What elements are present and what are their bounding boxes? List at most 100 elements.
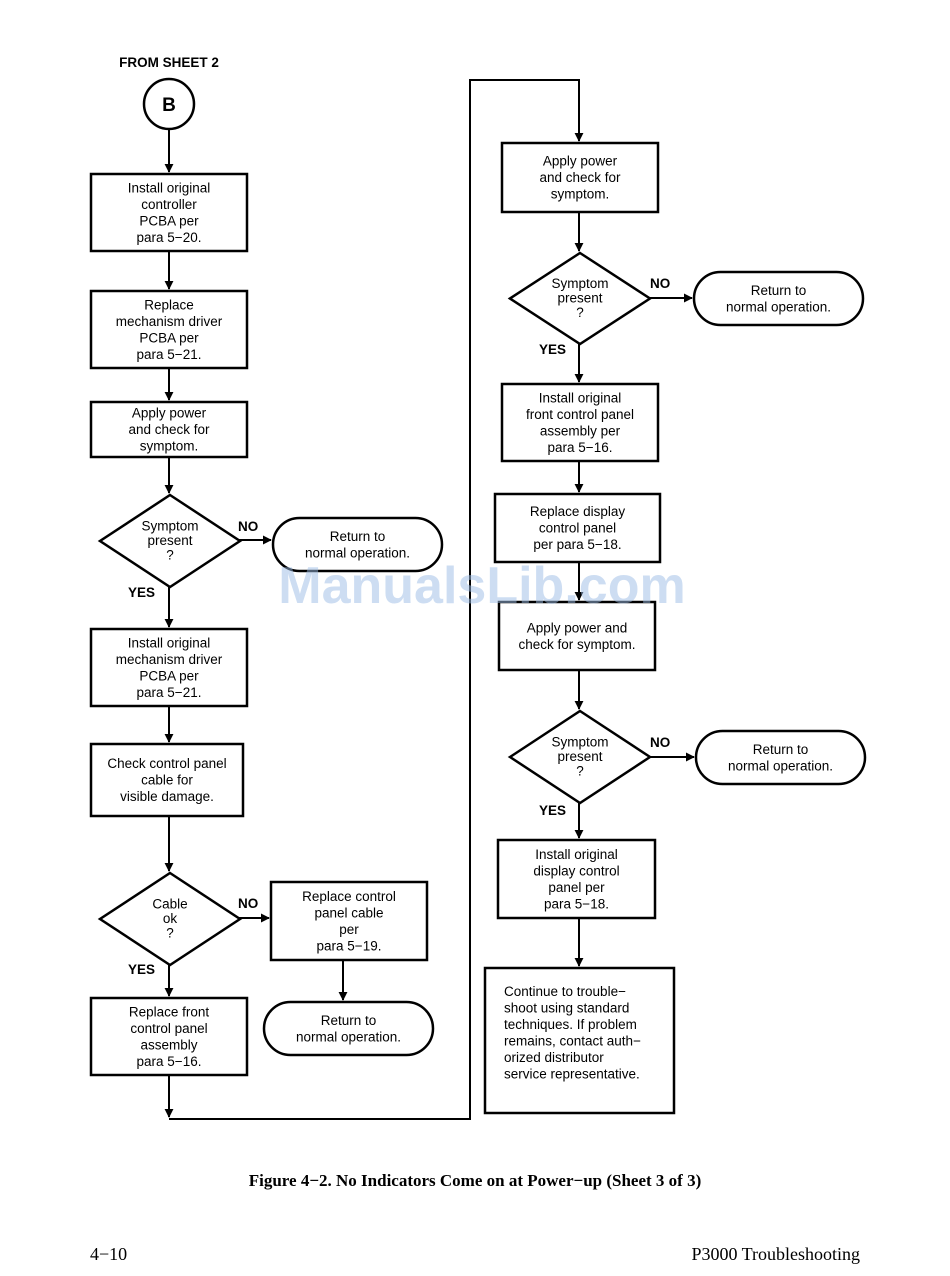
shape-text-line: Replace front	[129, 1004, 210, 1019]
shape-text-line: check for symptom.	[518, 637, 635, 652]
shape-outline	[89, 996, 249, 1077]
shape-text-line: Install original	[128, 180, 211, 195]
yes-label: YES	[539, 803, 566, 818]
shape-text-line: Replace display	[530, 504, 626, 519]
yes-label: YES	[128, 962, 155, 977]
shape-text-line: PCBA per	[139, 668, 199, 683]
shape-text-line: ?	[166, 548, 174, 563]
shape-text-line: and check for	[539, 170, 621, 185]
shape-outline	[497, 600, 657, 672]
shape-text-line: para 5−21.	[137, 685, 202, 700]
shape-text-line: per	[339, 922, 359, 937]
shape-text-line: ?	[166, 926, 174, 941]
process-box-install-front-panel: Install original front control panelassem…	[500, 382, 660, 463]
shape-text-line: symptom.	[140, 439, 199, 454]
shape-text-line: Return to	[753, 742, 809, 757]
shape-text-line: normal operation.	[305, 545, 410, 560]
shape-outline	[89, 627, 249, 708]
shape-text-line: control panel	[130, 1021, 207, 1036]
watermark: ManualsLib.com	[278, 557, 685, 615]
shape-outline	[89, 289, 249, 370]
shape-outline	[507, 251, 653, 346]
shape-text-line: Return to	[751, 283, 807, 298]
shape-text-line: Symptom	[141, 519, 198, 534]
shape-text-line: Return to	[321, 1013, 377, 1028]
from-sheet-label: FROM SHEET 2	[119, 55, 219, 70]
shape-text-line: present	[557, 291, 602, 306]
shape-text-line: shoot using standard	[504, 1001, 629, 1016]
shape-outline	[500, 141, 660, 214]
page-number: 4−10	[90, 1244, 127, 1264]
shape-text-line: para 5−20.	[137, 230, 202, 245]
shape-outline	[97, 493, 243, 589]
shape-text-line: PCBA per	[139, 330, 199, 345]
shape-outline	[89, 400, 249, 459]
shape-outline	[694, 729, 867, 786]
flow-lines	[164, 79, 695, 1120]
shape-text-line: Cable	[152, 897, 187, 912]
shape-text-line: Symptom	[551, 276, 608, 291]
shape-text-line: remains, contact auth−	[504, 1034, 641, 1049]
shape-text-line: Install original	[128, 635, 211, 650]
figure-caption: Figure 4−2. No Indicators Come on at Pow…	[249, 1171, 702, 1190]
connector-label: B	[162, 95, 176, 116]
shape-text-line: Replace control	[302, 889, 396, 904]
section-title: P3000 Troubleshooting	[691, 1244, 860, 1264]
shape-outline	[496, 838, 657, 920]
shape-outline	[500, 382, 660, 463]
shape-outline	[507, 709, 653, 805]
shape-outline	[269, 880, 429, 962]
shape-text-line: normal operation.	[728, 758, 833, 773]
shape-text-line: Replace	[144, 297, 194, 312]
shape-text-line: para 5−16.	[548, 440, 613, 455]
shape-outline	[89, 172, 249, 253]
shape-text-line: Check control panel	[107, 756, 226, 771]
shape-text-line: symptom.	[551, 187, 610, 202]
shape-text-line: assembly	[140, 1037, 197, 1052]
shape-text-line: ?	[576, 305, 584, 320]
shape-text-line: service representative.	[504, 1067, 640, 1082]
process-box-continue-troubleshooting: Continue to trouble−shoot using standard…	[483, 966, 676, 1115]
shape-text-line: Symptom	[551, 735, 608, 750]
shape-text-line: ok	[163, 911, 178, 926]
shape-outline	[493, 492, 662, 564]
shape-text-line: orized distributor	[504, 1050, 604, 1065]
shape-text-line: cable for	[141, 773, 193, 788]
shape-outline	[89, 742, 245, 818]
shape-text-line: mechanism driver	[116, 652, 223, 667]
connector-circle	[142, 77, 196, 131]
shape-text-line: per para 5−18.	[533, 537, 621, 552]
shape-text-line: visible damage.	[120, 789, 214, 804]
shape-text-line: Apply power	[543, 154, 618, 169]
shape-text-line: control panel	[539, 521, 616, 536]
shape-text-line: display control	[533, 863, 619, 878]
yes-label: YES	[539, 342, 566, 357]
shape-text-line: mechanism driver	[116, 314, 223, 329]
shape-text-line: present	[557, 749, 602, 764]
shape-text-line: front control panel	[526, 407, 634, 422]
no-label: NO	[238, 519, 258, 534]
shape-text-line: Apply power	[132, 406, 207, 421]
shape-text-line: assembly per	[540, 423, 621, 438]
shape-outline	[271, 516, 444, 573]
shape-text-line: Install original	[539, 390, 622, 405]
shape-outline	[692, 270, 865, 327]
shape-text-line: panel per	[548, 880, 605, 895]
